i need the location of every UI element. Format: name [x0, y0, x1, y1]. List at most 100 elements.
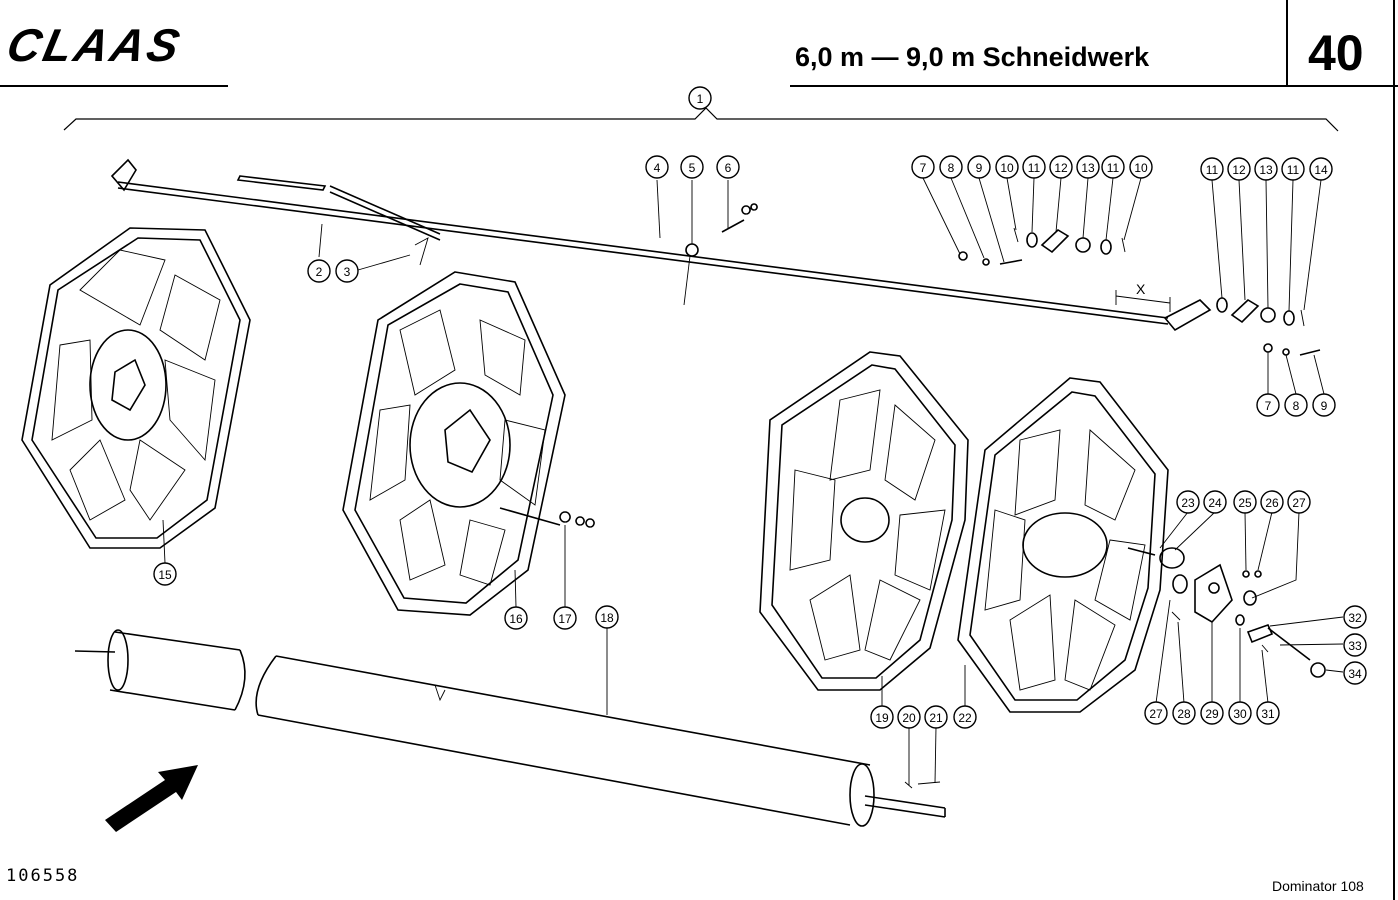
callout-32: 32 — [1343, 605, 1367, 629]
drawing-number: 106558 — [6, 866, 80, 886]
hardware-group-top — [958, 227, 1126, 266]
callout-1: 1 — [688, 86, 712, 110]
callout-4: 4 — [645, 155, 669, 179]
fasteners-20-21 — [904, 781, 941, 789]
callout-27: 27 — [1287, 490, 1311, 514]
callout-7: 7 — [911, 155, 935, 179]
callout-label: 28 — [1177, 707, 1191, 721]
callout-label: 33 — [1348, 639, 1362, 653]
callout-label: 27 — [1149, 707, 1163, 721]
callout-25: 25 — [1233, 490, 1257, 514]
screw-part-6 — [721, 203, 758, 233]
callout-13: 13 — [1254, 157, 1278, 181]
reel-plate-22 — [957, 377, 1169, 713]
callout-17: 17 — [553, 606, 577, 630]
callout-label: 12 — [1232, 163, 1246, 177]
callout-33: 33 — [1343, 633, 1367, 657]
spring-part-5 — [683, 243, 699, 306]
callout-label: 5 — [689, 161, 696, 175]
callout-label: 1 — [697, 92, 704, 106]
callout-label: 11 — [1206, 163, 1219, 177]
header-rule-right — [790, 85, 1398, 87]
callout-label: 24 — [1208, 496, 1222, 510]
callout-30: 30 — [1228, 701, 1252, 725]
callout-11: 11 — [1022, 155, 1046, 179]
bar-part-2 — [236, 175, 441, 266]
callout-label: 19 — [875, 711, 889, 725]
screw-part-17 — [499, 507, 595, 528]
callout-label: 3 — [344, 265, 351, 279]
callout-label: 15 — [158, 568, 172, 582]
callout-label: 34 — [1348, 667, 1362, 681]
callout-label: 18 — [600, 611, 614, 625]
callout-11: 11 — [1101, 155, 1125, 179]
dimension-x-label: X — [1136, 281, 1146, 297]
callout-9: 9 — [1312, 393, 1336, 417]
callout-label: 21 — [929, 711, 943, 725]
callout-label: 11 — [1287, 163, 1300, 177]
callout-label: 8 — [948, 161, 955, 175]
callout-21: 21 — [924, 705, 948, 729]
reel-tube-18 — [74, 629, 946, 827]
page-number: 40 — [1308, 25, 1364, 81]
callout-label: 10 — [1134, 161, 1148, 175]
callout-11: 11 — [1200, 157, 1224, 181]
callout-8: 8 — [939, 155, 963, 179]
callout-label: 29 — [1205, 707, 1219, 721]
frame-right-edge — [1393, 0, 1395, 900]
model-name: Dominator 108 — [1272, 878, 1364, 894]
callout-12: 12 — [1227, 157, 1251, 181]
callout-label: 30 — [1233, 707, 1247, 721]
callout-label: 9 — [976, 161, 983, 175]
header-rule-left — [0, 85, 228, 87]
assembly-bracket — [63, 107, 1339, 132]
callout-6: 6 — [716, 155, 740, 179]
callout-label: 10 — [1000, 161, 1014, 175]
callout-11: 11 — [1281, 157, 1305, 181]
callout-label: 7 — [920, 161, 927, 175]
callout-label: 32 — [1348, 611, 1362, 625]
callout-label: 14 — [1314, 163, 1328, 177]
leader-lines — [162, 177, 1344, 785]
callout-label: 16 — [509, 612, 523, 626]
callout-label: 4 — [654, 161, 661, 175]
callout-10: 10 — [995, 155, 1019, 179]
callout-label: 23 — [1181, 496, 1195, 510]
callout-label: 11 — [1028, 161, 1041, 175]
callout-3: 3 — [335, 259, 359, 283]
callout-5: 5 — [680, 155, 704, 179]
callout-7: 7 — [1256, 393, 1280, 417]
callout-label: 2 — [316, 265, 323, 279]
callout-12: 12 — [1049, 155, 1073, 179]
callout-28: 28 — [1172, 701, 1196, 725]
callout-31: 31 — [1256, 701, 1280, 725]
callout-label: 8 — [1293, 399, 1300, 413]
callout-label: 26 — [1265, 496, 1279, 510]
reel-plate-19 — [759, 351, 969, 691]
callout-34: 34 — [1343, 661, 1367, 685]
callout-label: 13 — [1081, 161, 1095, 175]
header-divider — [1286, 0, 1288, 86]
callout-label: 25 — [1238, 496, 1252, 510]
callout-label: 20 — [902, 711, 916, 725]
callout-16: 16 — [504, 606, 528, 630]
callout-27: 27 — [1144, 701, 1168, 725]
callout-19: 19 — [870, 705, 894, 729]
callout-label: 27 — [1292, 496, 1306, 510]
callout-18: 18 — [595, 605, 619, 629]
reel-plate-15 — [21, 227, 251, 549]
callout-2: 2 — [307, 259, 331, 283]
callout-label: 7 — [1265, 399, 1272, 413]
callout-22: 22 — [953, 705, 977, 729]
callout-label: 31 — [1261, 707, 1275, 721]
callout-23: 23 — [1176, 490, 1200, 514]
callout-label: 11 — [1107, 161, 1120, 175]
shaft-bar — [110, 158, 1212, 332]
callout-label: 6 — [725, 161, 732, 175]
callout-26: 26 — [1260, 490, 1284, 514]
callout-14: 14 — [1309, 157, 1333, 181]
callout-24: 24 — [1203, 490, 1227, 514]
callout-13: 13 — [1076, 155, 1100, 179]
